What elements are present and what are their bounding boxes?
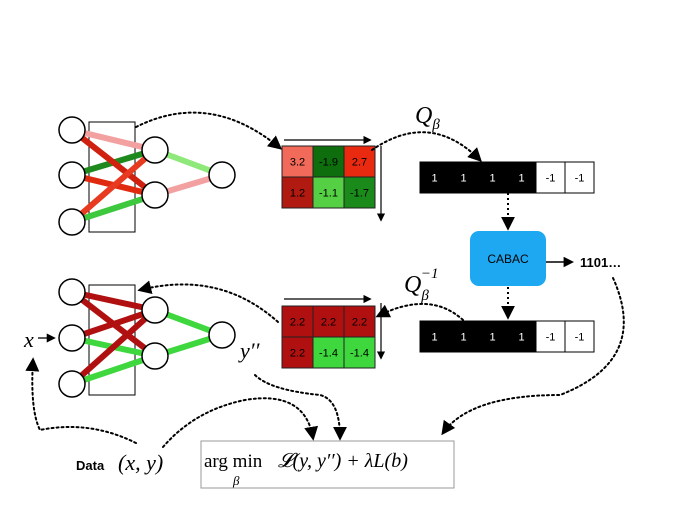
objective-box — [200, 440, 455, 489]
bottom-matrix-value: -1.4 — [319, 348, 338, 360]
bottom-quantized-value: 1 — [460, 332, 466, 344]
cabac-label: CABAC — [487, 252, 529, 266]
bottom-matrix-value: 2.2 — [290, 317, 305, 329]
bottom-connection — [71, 289, 156, 313]
top-matrix-value: -1.9 — [319, 157, 338, 169]
top-connection — [69, 127, 158, 153]
bottom-weight-matrix: 2.2 2.2 2.2 2.2 -1.4 -1.4 — [281, 305, 376, 369]
matrix-to-quantizer-arrow — [371, 131, 482, 162]
input-label: x — [23, 327, 34, 352]
data-label: Data — [76, 458, 105, 473]
top-layer1-connections — [69, 127, 158, 225]
top-connection — [69, 192, 158, 225]
bottom-matrix-cell — [343, 336, 376, 369]
top-quantized-cell — [477, 161, 508, 194]
top-quantized-value: -1 — [546, 173, 556, 185]
bottom-input-neuron — [58, 278, 86, 306]
data-tuple: (x, y) — [118, 450, 163, 475]
bottom-network — [58, 278, 236, 398]
bottom-matrix-value: 2.2 — [321, 317, 336, 329]
top-input-neuron — [58, 161, 86, 189]
output-to-loss-arrow — [254, 374, 347, 441]
top-quantized-value: 1 — [431, 173, 437, 185]
top-hidden-neuron — [141, 181, 169, 209]
bottom-hidden-neuron — [141, 296, 169, 324]
objective-argmin: arg min — [204, 451, 263, 472]
cabac-box — [470, 231, 546, 286]
bottom-input-neuron — [58, 370, 86, 398]
bottom-matrix-cell — [281, 305, 314, 338]
quantizer-subscript: β — [431, 117, 440, 133]
dequantizer-superscript: −1 — [421, 266, 439, 282]
top-matrix-value: -1.7 — [350, 188, 369, 200]
bitstream-to-loss-arrow — [441, 277, 625, 436]
top-quantized-value: 1 — [518, 173, 524, 185]
top-matrix-cell — [281, 176, 314, 209]
dequantizer-label: Qβ −1 — [404, 266, 438, 304]
data-to-loss-arrow — [162, 397, 319, 448]
top-quantized-value: 1 — [489, 173, 495, 185]
bottom-matrix-value: -1.4 — [350, 348, 369, 360]
bottom-quantized-cell — [477, 320, 508, 353]
top-matrix-cell — [312, 176, 345, 209]
network-to-matrix-arrow — [135, 111, 283, 150]
top-weight-matrix: 3.2 -1.9 2.7 1.2 -1.1 -1.7 — [281, 145, 376, 209]
bottom-connection — [71, 307, 156, 341]
bottom-quantized-cell — [419, 320, 450, 353]
top-matrix-value: 3.2 — [290, 157, 305, 169]
matrix-to-network-arrow — [137, 280, 279, 323]
bottom-quantized-value: 1 — [489, 332, 495, 344]
objective-loss: 𝓛(y, y′′) + λL(b) — [278, 450, 408, 472]
objective-argmin-subscript: β — [232, 473, 240, 488]
bottom-quantized-cell — [535, 320, 566, 353]
bottom-quantized-value: -1 — [575, 332, 585, 344]
top-input-neuron — [58, 116, 86, 144]
quantizer-symbol: Q — [415, 103, 432, 129]
output-label: y′′ — [238, 338, 261, 363]
bottom-quantized-cell — [506, 320, 537, 353]
dequantizer-subscript: β — [420, 288, 429, 304]
bottom-output-neuron — [208, 321, 236, 349]
top-quantized-vector: 1 1 1 1 -1 -1 — [419, 161, 595, 194]
bottom-matrix-value: 2.2 — [290, 348, 305, 360]
top-matrix-value: -1.1 — [319, 188, 338, 200]
bottom-matrix-cell — [312, 336, 345, 369]
top-quantized-cell — [419, 161, 450, 194]
top-output-neuron — [208, 161, 236, 189]
bottom-connection — [70, 307, 157, 387]
top-matrix-cell — [312, 145, 345, 178]
top-quantized-cell — [506, 161, 537, 194]
bottom-matrix-cell — [312, 305, 345, 338]
top-quantized-value: 1 — [460, 173, 466, 185]
bottom-connection — [71, 353, 156, 387]
top-hidden-neuron — [141, 136, 169, 164]
quantizer-label: Qβ — [415, 103, 440, 133]
top-matrix-value: 1.2 — [290, 188, 305, 200]
top-matrix-value: 2.7 — [352, 157, 367, 169]
bottom-quantized-vector: 1 1 1 1 -1 -1 — [419, 320, 595, 353]
dequantizer-to-matrix-arrow — [375, 303, 464, 321]
bottom-quantized-value: -1 — [546, 332, 556, 344]
bottom-quantized-value: 1 — [431, 332, 437, 344]
top-connection — [69, 147, 158, 225]
top-quantized-cell — [564, 161, 595, 194]
data-to-input-arrow — [25, 357, 137, 444]
top-network — [58, 116, 236, 236]
bottom-hidden-neuron — [141, 342, 169, 370]
bottom-quantized-value: 1 — [518, 332, 524, 344]
top-quantized-cell — [448, 161, 479, 194]
top-matrix-cell — [343, 145, 376, 178]
dequantizer-symbol: Q — [404, 272, 421, 298]
top-matrix-cell — [343, 176, 376, 209]
bottom-layer1-connections — [70, 289, 157, 387]
bottom-quantized-cell — [564, 320, 595, 353]
bottom-input-neuron — [58, 324, 86, 352]
top-input-neuron — [58, 208, 86, 236]
bottom-matrix-value: 2.2 — [352, 317, 367, 329]
bitstream-label: 1101… — [580, 255, 621, 270]
top-quantized-value: -1 — [575, 173, 585, 185]
top-connection — [69, 127, 158, 198]
